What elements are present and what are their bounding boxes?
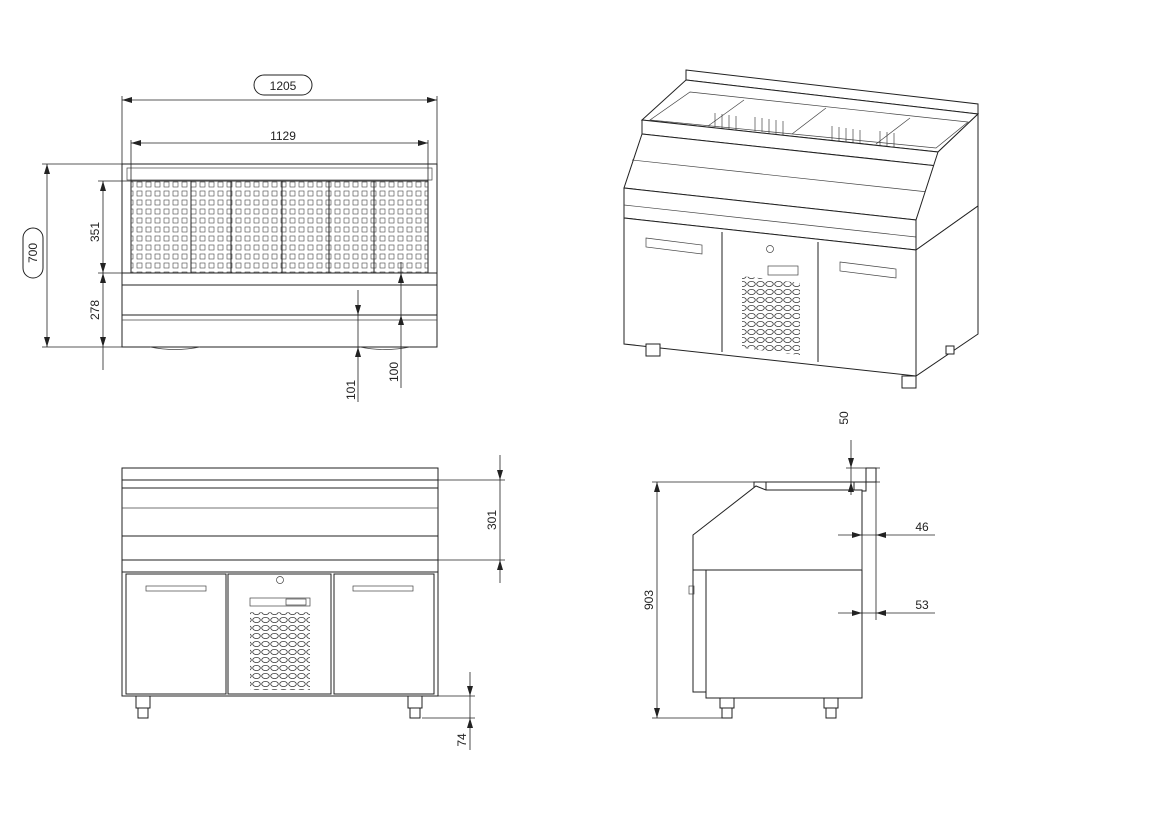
side-view: 903 50 46 53 xyxy=(642,411,935,719)
front-view: 301 74 xyxy=(121,455,505,750)
front-right-door xyxy=(333,573,435,695)
iso-vent-grille xyxy=(742,276,800,355)
underside-curve xyxy=(359,346,411,350)
underside-curve xyxy=(149,346,201,350)
dim-label-46: 46 xyxy=(915,520,929,534)
dim-label-1205: 1205 xyxy=(270,79,297,93)
front-left-door xyxy=(125,573,227,695)
dim-balloon-700 xyxy=(22,227,44,279)
left-door-handle xyxy=(145,585,207,592)
top-view: 1205 1129 700 351 278 101 xyxy=(22,74,438,402)
control-display xyxy=(249,597,311,607)
dim-label-53: 53 xyxy=(915,598,929,612)
front-ledge xyxy=(121,272,438,286)
dim-label-278: 278 xyxy=(88,300,102,320)
top-view-back-rail xyxy=(126,167,433,181)
dim-label-1129: 1129 xyxy=(270,129,296,143)
dim-label-100: 100 xyxy=(387,362,401,382)
side-cabinet xyxy=(705,569,863,699)
dim-label-903: 903 xyxy=(642,590,656,610)
dim-label-351: 351 xyxy=(88,222,102,242)
dim-label-301: 301 xyxy=(485,510,499,530)
isometric-view xyxy=(623,69,980,389)
dim-label-50: 50 xyxy=(837,411,851,425)
dim-balloon-1205 xyxy=(253,74,313,96)
top-view-outline xyxy=(121,163,438,348)
side-display-profile xyxy=(692,485,863,571)
right-door-handle xyxy=(352,585,414,592)
front-top-rail xyxy=(121,467,439,481)
front-panel xyxy=(121,284,438,316)
dim-label-700: 700 xyxy=(26,243,40,263)
lock-icon xyxy=(276,576,284,584)
dim-label-74: 74 xyxy=(455,733,469,747)
front-vent-grille xyxy=(250,612,310,690)
front-center-panel xyxy=(227,573,332,695)
dim-label-101: 101 xyxy=(344,380,358,400)
perforated-pattern xyxy=(131,181,428,273)
